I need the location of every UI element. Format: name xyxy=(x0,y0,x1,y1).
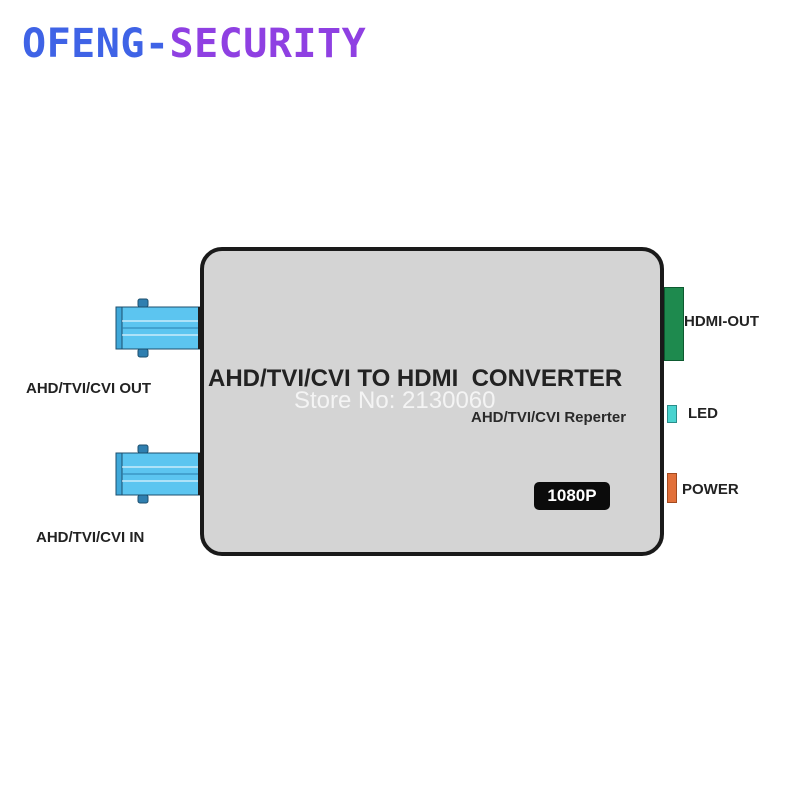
led-indicator xyxy=(667,405,677,423)
device-title: AHD/TVI/CVI TO HDMI CONVERTER xyxy=(208,365,623,392)
store-watermark: Store No: 2130060 xyxy=(294,387,496,414)
bnc-in-connector-icon xyxy=(115,444,204,504)
power-port xyxy=(667,473,677,503)
led-label: LED xyxy=(688,405,718,422)
bnc-out-connector-icon xyxy=(115,298,204,358)
connector-in-label: AHD/TVI/CVI IN xyxy=(36,529,145,546)
device-subtitle: AHD/TVI/CVI Reperter xyxy=(471,409,627,426)
hdmi-out-label: HDMI-OUT xyxy=(684,313,759,330)
connector-out-label: AHD/TVI/CVI OUT xyxy=(26,380,152,397)
brand-logo-part1: OFENG- xyxy=(22,21,170,67)
power-label: POWER xyxy=(682,481,739,498)
hdmi-out-port xyxy=(664,287,684,361)
resolution-badge: 1080P xyxy=(534,482,610,510)
brand-logo-part2: SECURITY xyxy=(169,21,367,67)
brand-logo: OFENG-SECURITY xyxy=(22,20,366,68)
